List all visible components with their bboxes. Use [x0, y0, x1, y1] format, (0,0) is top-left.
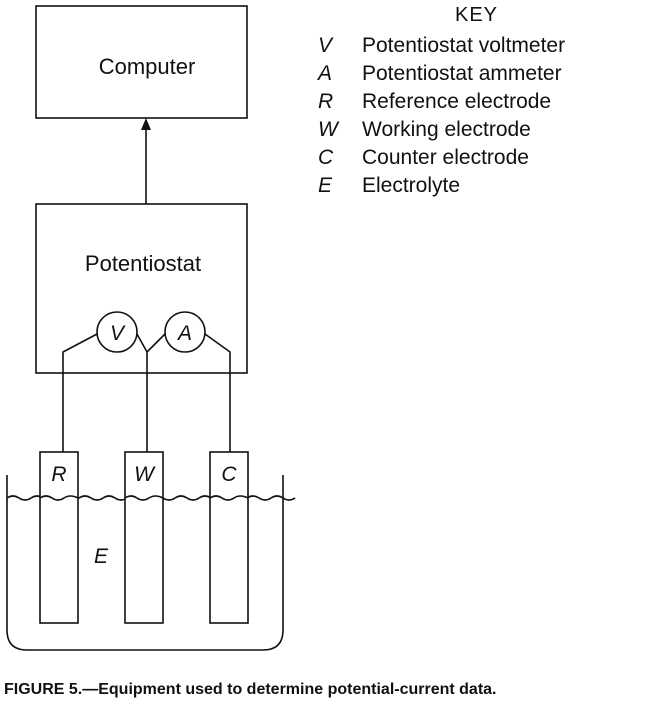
computer-box — [35, 5, 248, 119]
key-label: Reference electrode — [362, 90, 552, 113]
counter-electrode — [209, 451, 249, 624]
computer-label: Computer — [99, 54, 196, 79]
ammeter-circle — [164, 311, 206, 353]
electrolyte-surface-over-electrodes — [39, 495, 249, 501]
voltmeter-circle — [96, 311, 138, 353]
potentiostat-box — [35, 203, 248, 374]
potentiostat-label: Potentiostat — [85, 251, 201, 276]
voltmeter-wire-right — [136, 333, 148, 353]
electrolyte-symbol: E — [94, 545, 109, 568]
key-label: Potentiostat voltmeter — [362, 34, 566, 57]
voltmeter-symbol: V — [110, 322, 126, 345]
voltmeter-wire-left — [62, 333, 98, 452]
ammeter-symbol: A — [176, 322, 192, 345]
key-symbol: R — [318, 90, 334, 113]
electrode-label-reference: R — [51, 463, 66, 486]
key-item-counter: C Counter electrode — [318, 146, 529, 174]
key-item-ammeter: A Potentiostat ammeter — [318, 62, 562, 90]
key-label: Potentiostat ammeter — [362, 62, 562, 85]
ammeter-wire-right — [204, 333, 231, 452]
key-item-reference: R Reference electrode — [318, 90, 551, 118]
key-title: KEY — [455, 4, 499, 26]
electrode-label-working: W — [134, 463, 156, 486]
reference-electrode — [39, 451, 79, 624]
key-item-working: W Working electrode — [318, 118, 531, 146]
ammeter-wire-left — [146, 333, 166, 353]
key-symbol: A — [318, 62, 333, 85]
working-electrode — [124, 451, 164, 624]
electrode-label-counter: C — [221, 463, 237, 486]
key-item-voltmeter: V Potentiostat voltmeter — [318, 34, 565, 62]
key-symbol: V — [318, 34, 333, 57]
key-label: Working electrode — [362, 118, 531, 141]
key-symbol: E — [318, 174, 333, 197]
figure-caption: FIGURE 5.—Equipment used to determine po… — [4, 681, 497, 698]
key-item-electrolyte: E Electrolyte — [318, 174, 460, 202]
key-symbol: W — [318, 118, 338, 141]
key-label: Electrolyte — [362, 174, 461, 197]
key-symbol: C — [318, 146, 334, 169]
beaker — [6, 475, 284, 651]
arrow-head — [141, 118, 151, 130]
key-label: Counter electrode — [362, 146, 529, 169]
